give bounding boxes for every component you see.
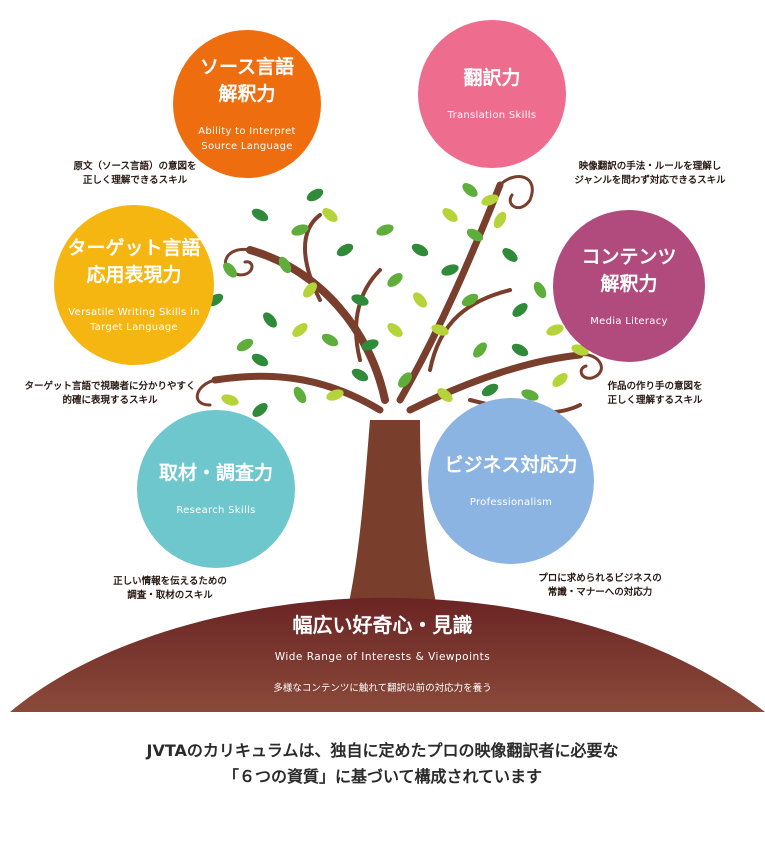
skill-source-circle: ソース言語 解釈力 Ability to Interpret Source La… [173,30,321,178]
caption-text: JVTAのカリキュラムは、独自に定めたプロの映像翻訳者に必要な 「６つの資質」に… [146,741,619,786]
leaf [303,282,317,298]
leaf [493,211,507,229]
skill-research-subtitle: Research Skills [176,505,256,516]
leaf [293,386,307,404]
skill-contents-title: コンテンツ 解釈力 [581,245,677,295]
foundation-desc: 多様なコンテンツに触れて翻訳以前の対応力を養う [273,683,492,694]
skill-contents-subtitle: Media Literacy [590,315,668,327]
skill-target-subtitle: Versatile Writing Skills in Target Langu… [68,307,200,333]
skill-contents-desc: 作品の作り手の意図を 正しく理解するスキル [607,381,703,406]
skill-business-desc: プロに求められるビジネスの 常識・マナーへの対応力 [538,573,662,598]
leaf [521,389,539,401]
leaf [533,281,547,299]
leaf [473,342,487,358]
leaf [437,388,453,402]
tree-trunk [345,420,440,620]
leaf [512,303,528,317]
leaf [351,294,369,306]
foundation-title: 幅広い好奇心・見識 [292,613,473,637]
leaf [461,293,479,307]
leaf [236,338,254,352]
skill-research-desc: 正しい情報を伝えるための 調査・取材のスキル [113,576,227,601]
skill-target-title: ターゲット言語 応用表現力 [67,237,201,286]
skill-source-title: ソース言語 解釈力 [199,56,295,105]
leaf [466,228,484,242]
leaf [221,394,239,406]
leaf [413,292,427,308]
skill-business-circle: ビジネス対応力 Professionalism [428,398,594,564]
skill-source-desc: 原文（ソース言語）の意図を 正しく理解できるスキル [73,161,197,186]
skill-translation-desc: 映像翻訳の手法・ルールを理解し ジャンルを問わず対応できるスキル [574,161,726,186]
leaf [398,372,412,388]
skill-contents-circle: コンテンツ 解釈力 Media Literacy [553,210,705,362]
leaf [387,273,403,287]
leaf [376,224,394,236]
leaf [481,383,499,397]
leaf [481,194,499,206]
leaf [326,389,344,401]
leaf [361,339,379,351]
leaf [546,324,564,336]
skill-translation-title: 翻訳力 [463,67,521,89]
leaf [223,262,237,278]
leaf [251,353,269,367]
leaf [442,208,458,222]
leaf [321,333,339,347]
leaf [251,208,269,222]
leaf [292,323,308,337]
skill-business-title: ビジネス対応力 [444,454,578,476]
skill-research-title: 取材・調査力 [158,462,273,484]
leaf [552,373,568,387]
leaf [278,256,292,274]
tree-branches [196,175,603,415]
leaf [252,403,268,417]
leaf [441,264,459,276]
foundation-hill [10,597,765,712]
tree-leaves [206,183,589,417]
leaf [336,243,354,257]
leaf [291,224,309,236]
skill-target-circle: ターゲット言語 応用表現力 Versatile Writing Skills i… [54,205,214,365]
skill-business-subtitle: Professionalism [469,497,553,508]
skill-target-desc: ターゲット言語で視聴者に分かりやすく 的確に表現するスキル [24,381,196,406]
leaf [511,343,529,357]
skill-research-circle: 取材・調査力 Research Skills [137,410,295,568]
skill-source-subtitle: Ability to Interpret Source Language [198,126,296,152]
leaf [263,312,277,328]
leaf [351,368,369,382]
leaf [462,183,478,197]
leaf [306,188,324,202]
leaf [322,208,338,222]
leaf [431,324,449,336]
leaf [502,248,518,262]
foundation-subtitle: Wide Range of Interests & Viewpoints [274,651,491,663]
leaf [411,243,429,257]
skill-translation-circle: 翻訳力 Translation Skills [418,20,566,168]
leaf [387,323,403,337]
skill-translation-subtitle: Translation Skills [447,110,537,121]
